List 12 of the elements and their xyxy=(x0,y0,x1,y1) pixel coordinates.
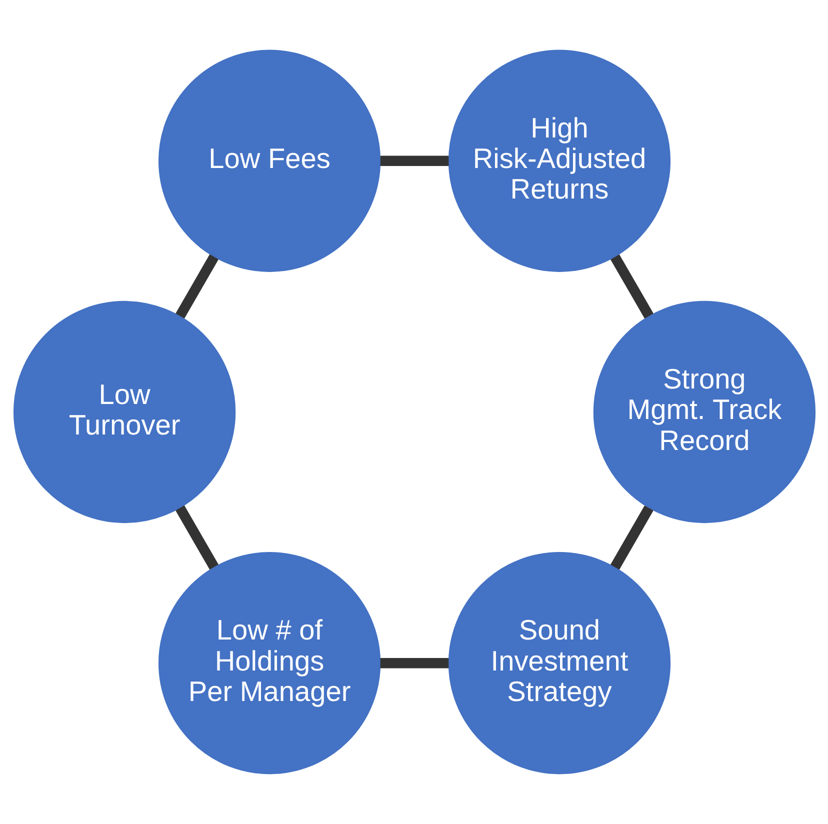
connector xyxy=(380,156,448,166)
node-circle: Low Turnover xyxy=(12,300,236,524)
connector xyxy=(610,254,653,319)
connector xyxy=(380,658,448,668)
connector xyxy=(610,505,653,570)
node-circle: Low Fees xyxy=(158,50,380,272)
connector xyxy=(175,505,218,570)
node-circle: Strong Mgmt. Track Record xyxy=(592,300,816,524)
node-circle: Low # of Holdings Per Manager xyxy=(158,552,380,774)
node-circle: High Risk-Adjusted Returns xyxy=(448,50,670,272)
node-circle: Sound Investment Strategy xyxy=(448,552,670,774)
connector xyxy=(175,254,218,319)
